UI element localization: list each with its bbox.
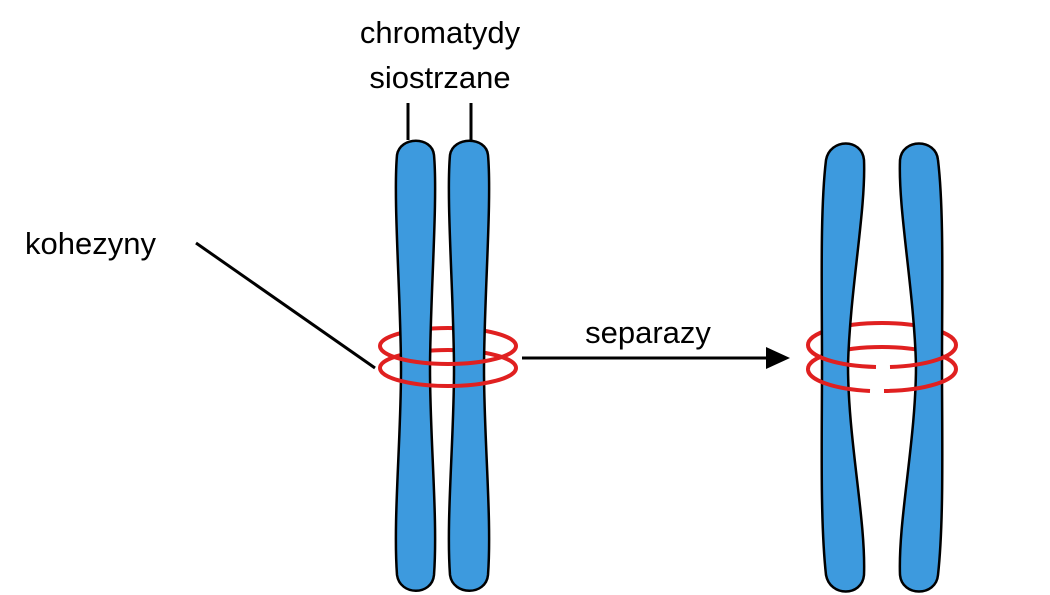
- cohesin-ring-upper-back: [378, 326, 518, 347]
- cohesin-ring-upper-front: [378, 345, 518, 366]
- label-cohesins: kohezyny: [25, 226, 156, 261]
- cleaved-ring-upper-front-left: [805, 344, 877, 369]
- cohesin-rings-front-left: [378, 345, 518, 388]
- label-separases: separazy: [585, 315, 711, 350]
- cleaved-ring-lower-front-left: [806, 368, 871, 393]
- cleaved-ring-upper-back: [806, 321, 958, 346]
- cleaved-ring-upper-front-right: [889, 344, 959, 369]
- cohesin-ring-lower-back: [378, 348, 518, 369]
- chromatid-right-b: [898, 142, 944, 593]
- pointer-line-cohesins: [195, 241, 376, 370]
- chromatid-left-a: [394, 139, 437, 592]
- chromatid-left-b: [447, 139, 491, 592]
- cohesin-rings-back-left: [378, 326, 518, 369]
- chromatid-right-a: [820, 142, 866, 593]
- cleaved-ring-lower-back: [806, 345, 958, 370]
- cleaved-rings-front-right: [805, 344, 959, 393]
- label-sister-chromatids-line1: chromatydy: [360, 15, 521, 50]
- cleaved-ring-lower-front-right: [883, 368, 958, 393]
- cohesin-ring-lower-front: [378, 367, 518, 388]
- label-sister-chromatids-line2: siostrzane: [369, 60, 510, 95]
- arrow-separase-head: [766, 347, 790, 369]
- cleaved-rings-back-right: [806, 321, 958, 370]
